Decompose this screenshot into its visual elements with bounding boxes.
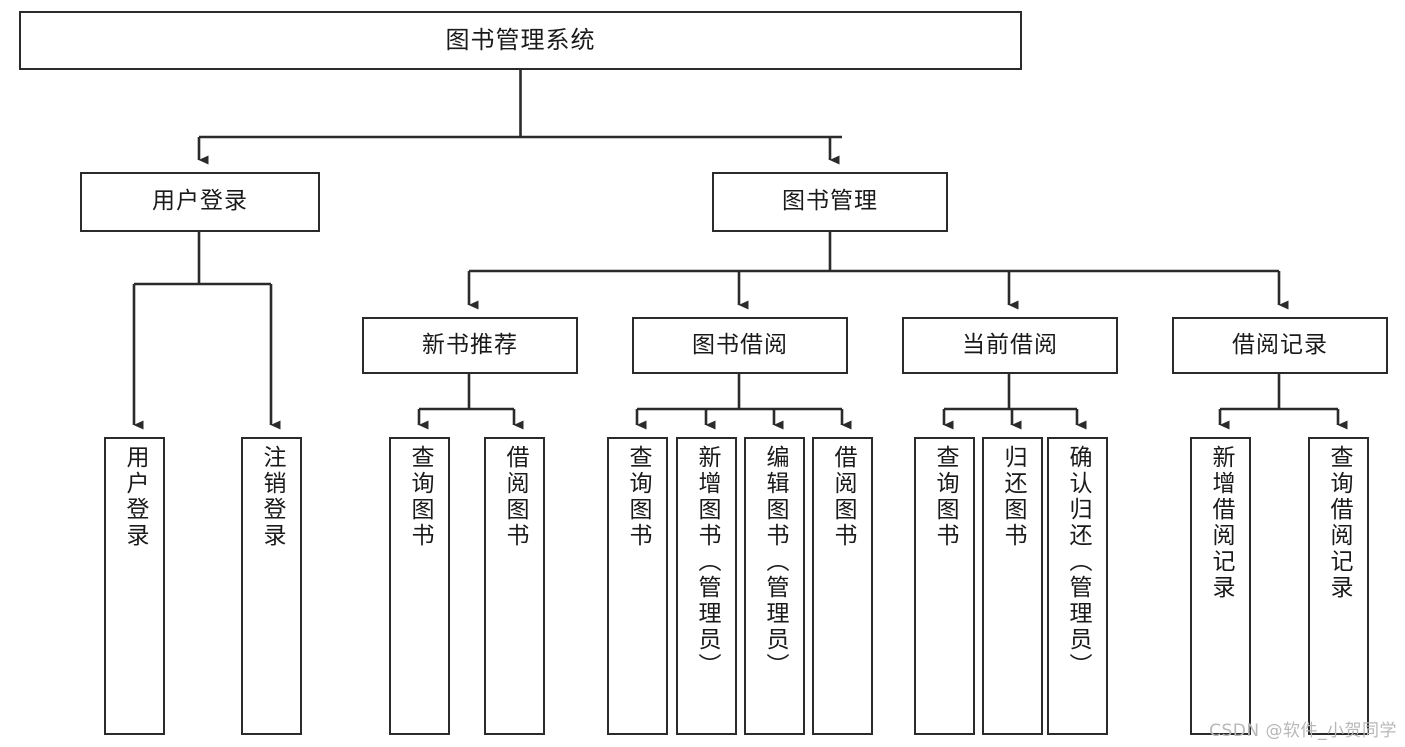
node-user-login[interactable]: 用户登录 — [80, 172, 320, 232]
leaf-node-add-book[interactable]: 新增图书（管理员） — [676, 437, 737, 735]
node-label: 当前借阅 — [962, 331, 1058, 358]
node-borrow-record[interactable]: 借阅记录 — [1172, 317, 1388, 374]
leaf-node-add-borrow-record[interactable]: 新增借阅记录 — [1190, 437, 1251, 735]
node-label: 编辑图书（管理员） — [762, 445, 788, 679]
node-label: 图书借阅 — [692, 331, 788, 358]
node-label: 用户登录 — [152, 188, 248, 215]
leaf-node-query-book-current[interactable]: 查询图书 — [914, 437, 975, 735]
leaf-node-query-borrow-record[interactable]: 查询借阅记录 — [1308, 437, 1369, 735]
node-label: 借阅图书 — [830, 445, 856, 549]
node-label: 查询图书 — [932, 445, 958, 549]
leaf-node-logout-login[interactable]: 注销登录 — [241, 437, 302, 735]
node-label: 借阅记录 — [1232, 331, 1328, 358]
node-label: 图书管理 — [782, 188, 878, 215]
leaf-node-borrow-book[interactable]: 借阅图书 — [812, 437, 873, 735]
leaf-node-confirm-return[interactable]: 确认归还（管理员） — [1047, 437, 1108, 735]
node-root-book-management-system[interactable]: 图书管理系统 — [19, 11, 1022, 70]
watermark-text: CSDN @软件_小贺同学 — [1209, 721, 1397, 741]
node-label: 新书推荐 — [422, 331, 518, 358]
leaf-node-query-book-borrow[interactable]: 查询图书 — [607, 437, 668, 735]
node-label: 图书管理系统 — [445, 26, 596, 55]
node-book-borrow[interactable]: 图书借阅 — [632, 317, 848, 374]
node-current-borrow[interactable]: 当前借阅 — [902, 317, 1118, 374]
node-label: 新增图书（管理员） — [694, 445, 720, 679]
node-label: 确认归还（管理员） — [1065, 445, 1091, 679]
node-label: 查询图书 — [407, 445, 433, 549]
leaf-node-edit-book[interactable]: 编辑图书（管理员） — [744, 437, 805, 735]
leaf-node-return-book[interactable]: 归还图书 — [982, 437, 1043, 735]
leaf-node-query-book-recommend[interactable]: 查询图书 — [389, 437, 450, 735]
node-book-management[interactable]: 图书管理 — [712, 172, 948, 232]
node-label: 新增借阅记录 — [1208, 445, 1234, 601]
leaf-node-user-login[interactable]: 用户登录 — [104, 437, 165, 735]
node-label: 归还图书 — [1000, 445, 1026, 549]
node-label: 借阅图书 — [502, 445, 528, 549]
node-label: 用户登录 — [122, 445, 148, 549]
node-label: 查询图书 — [625, 445, 651, 549]
node-label: 注销登录 — [259, 445, 285, 549]
node-label: 查询借阅记录 — [1326, 445, 1352, 601]
leaf-node-borrow-book-recommend[interactable]: 借阅图书 — [484, 437, 545, 735]
node-new-book-recommend[interactable]: 新书推荐 — [362, 317, 578, 374]
